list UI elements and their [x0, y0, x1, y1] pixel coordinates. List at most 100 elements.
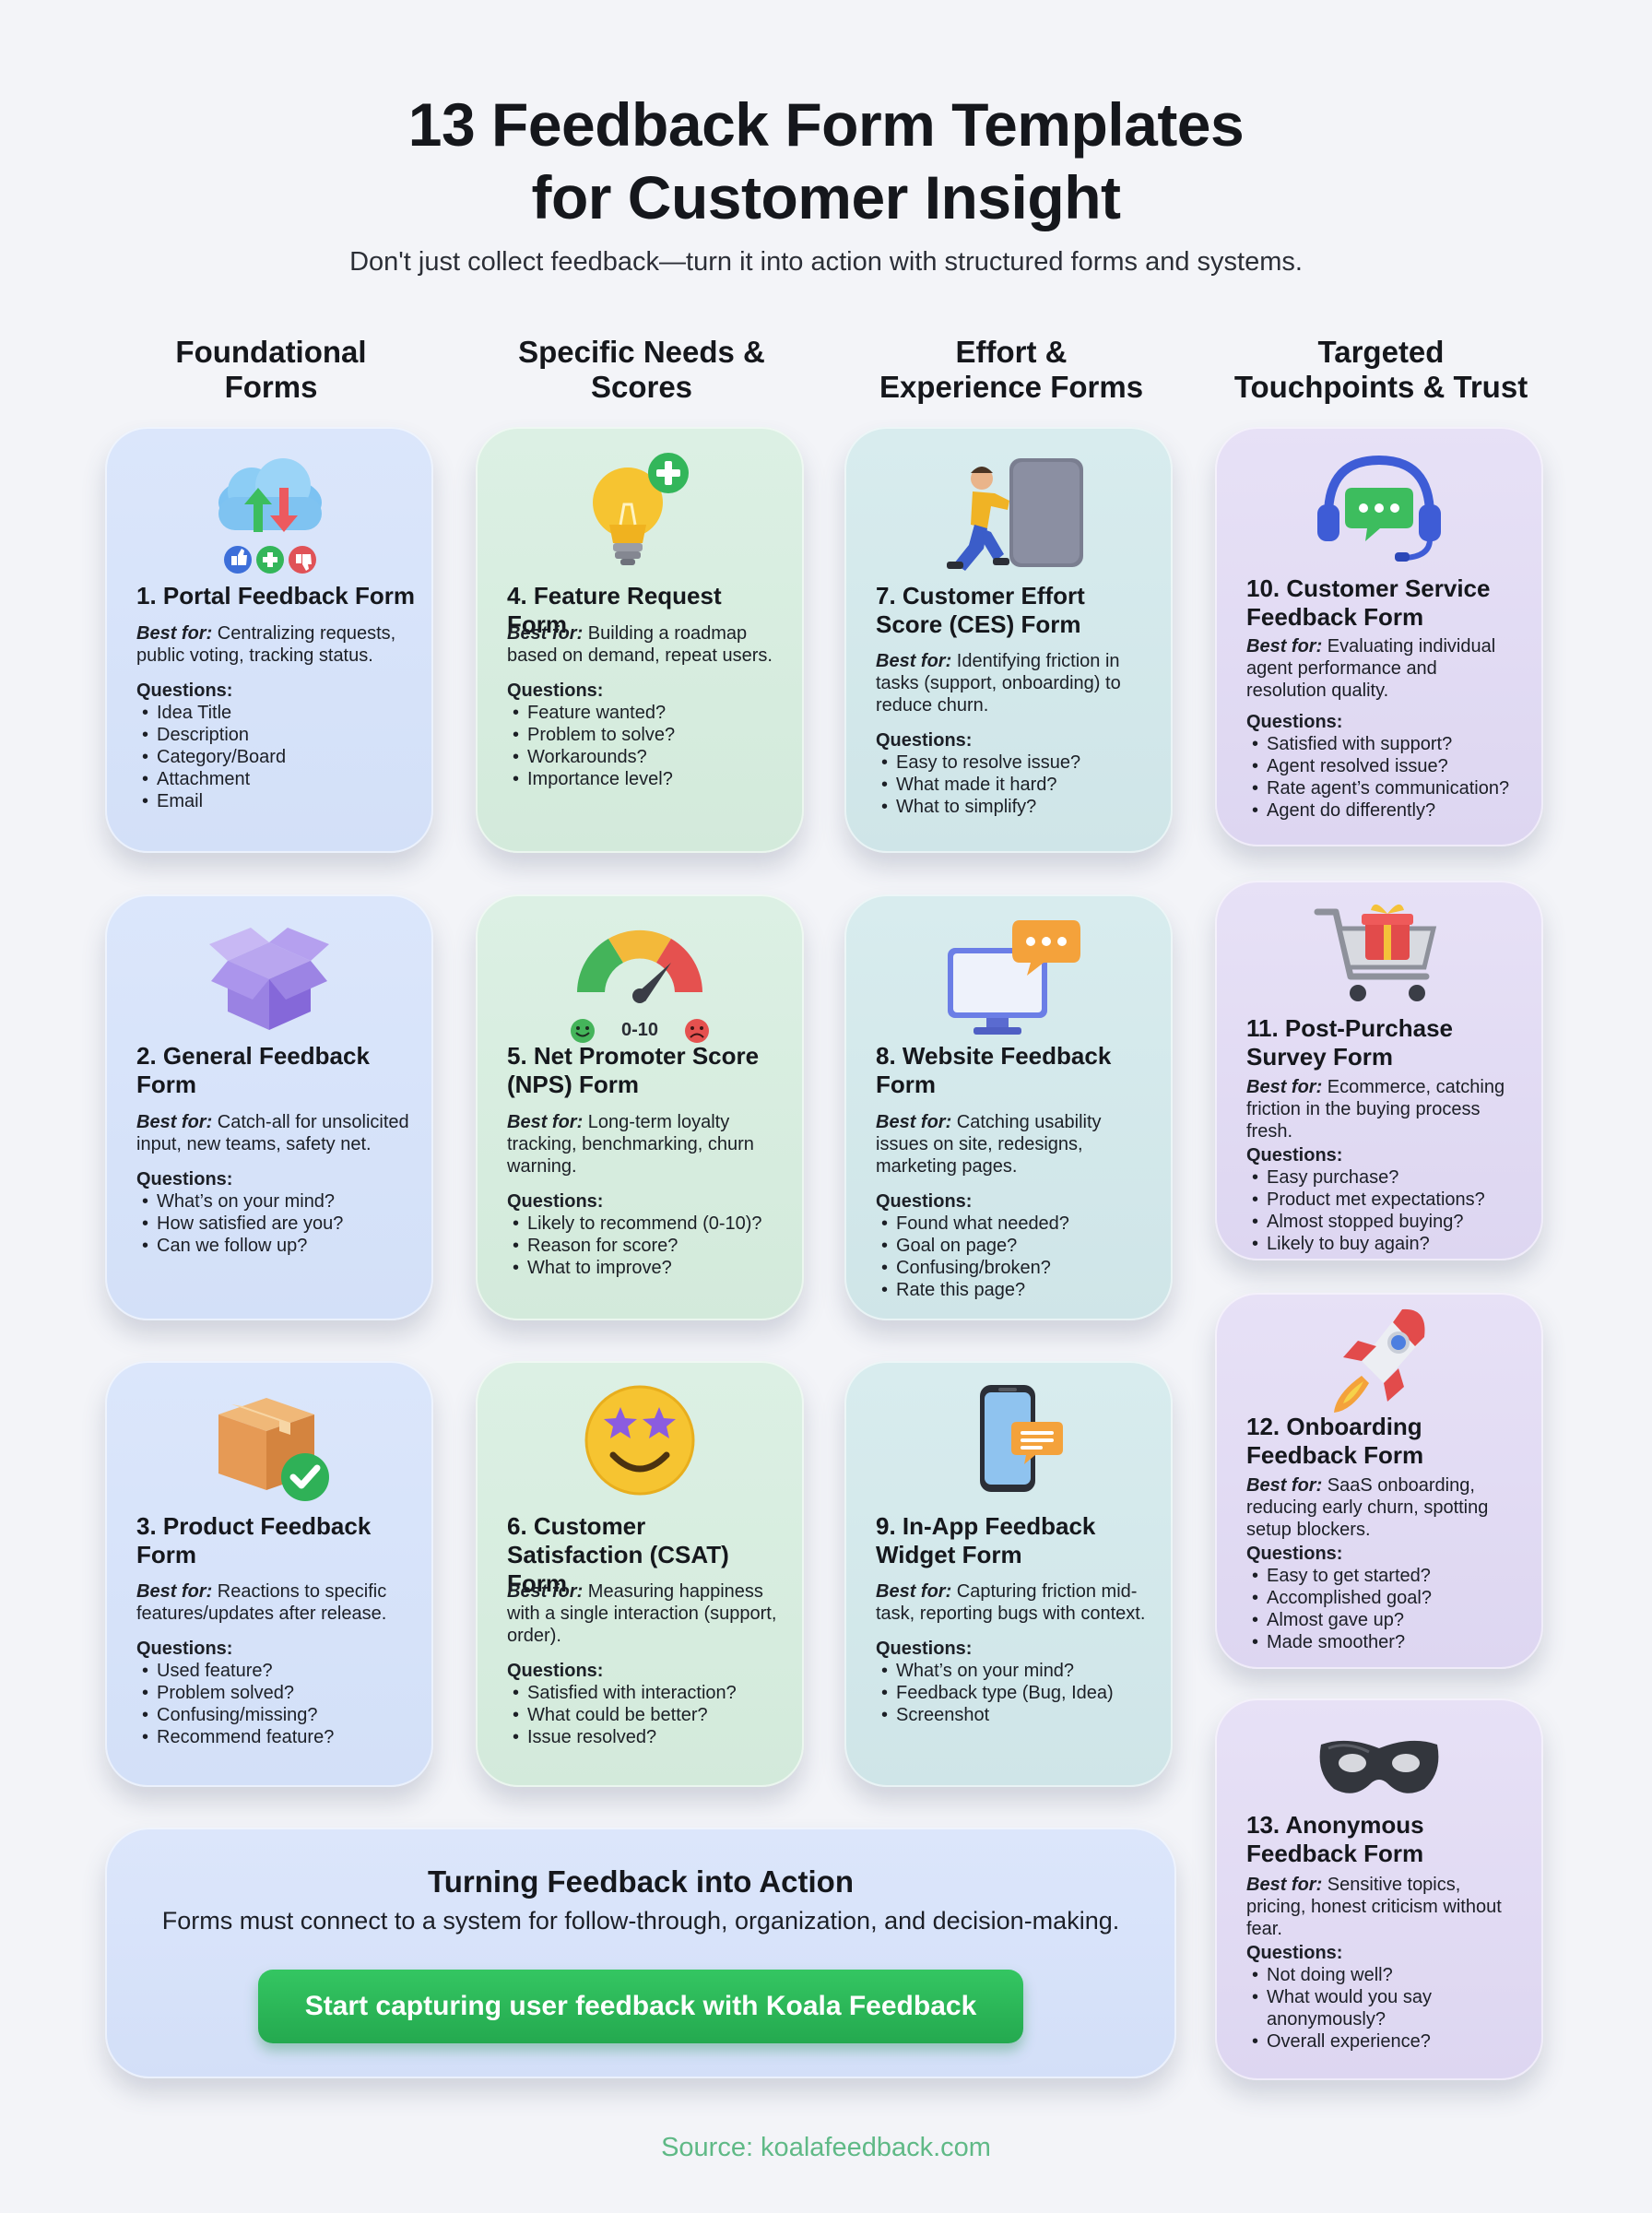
question-list: Easy to resolve issue? What made it hard…	[876, 751, 1150, 818]
question-item: Description	[136, 724, 411, 746]
card-title: 13. Anonymous Feedback Form	[1246, 1811, 1424, 1867]
question-item: What’s on your mind?	[876, 1660, 1150, 1682]
card-best-for: Identifying friction in tasks (support, …	[876, 651, 1121, 716]
card-best-for: Evaluating individual agent performance …	[1246, 636, 1496, 701]
questions-label: Questions:	[876, 730, 973, 751]
card-body: Best for: Reactions to specific features…	[136, 1580, 411, 1748]
questions-label: Questions:	[507, 1661, 604, 1681]
card-title: 7. Customer Effort Score (CES) Form	[876, 582, 1085, 638]
question-item: Likely to recommend (0-10)?	[507, 1213, 782, 1235]
card-title: 1. Portal Feedback Form	[136, 582, 415, 609]
card-feature-request-form[interactable]: 4. Feature Request Form Best for: Buildi…	[476, 427, 804, 853]
question-item: What would you say anonymously?	[1246, 1986, 1521, 2030]
questions-label: Questions:	[876, 1191, 973, 1212]
card-title: 3. Product Feedback Form	[136, 1512, 372, 1568]
phone-message-icon	[939, 1381, 1078, 1510]
card-best-for: SaaS onboarding, reducing early churn, s…	[1246, 1475, 1489, 1540]
card-body: Best for: Measuring happiness with a sin…	[507, 1580, 782, 1748]
question-item: What made it hard?	[876, 774, 1150, 796]
questions-label: Questions:	[507, 1191, 604, 1212]
question-item: Almost stopped buying?	[1246, 1211, 1521, 1233]
questions-label: Questions:	[1246, 1145, 1343, 1166]
card-website-feedback-form[interactable]: 8. Website Feedback Form Best for: Catch…	[844, 894, 1173, 1320]
question-item: How satisfied are you?	[136, 1213, 411, 1235]
question-item: Workarounds?	[507, 746, 782, 768]
question-item: Not doing well?	[1246, 1964, 1521, 1986]
shopping-cart-gift-icon	[1310, 892, 1448, 1021]
questions-label: Questions:	[136, 1169, 233, 1189]
question-item: Accomplished goal?	[1246, 1587, 1521, 1609]
column-heading-effort-experience: Effort &Experience Forms	[879, 335, 1144, 404]
card-nps-form[interactable]: 0-10 5. Net Promoter Score (NPS) Form Be…	[476, 894, 804, 1320]
card-title: 5. Net Promoter Score (NPS) Form	[507, 1042, 760, 1098]
card-body: Best for: Centralizing requests, public …	[136, 622, 411, 812]
questions-label: Questions:	[1246, 1943, 1343, 1963]
question-item: What to improve?	[507, 1257, 782, 1279]
rocket-icon	[1310, 1302, 1448, 1431]
question-item: Product met expectations?	[1246, 1189, 1521, 1211]
card-title: 4. Feature Request Form	[507, 582, 722, 638]
question-item: Reason for score?	[507, 1235, 782, 1257]
question-item: Importance level?	[507, 768, 782, 790]
action-panel-title: Turning Feedback into Action	[428, 1864, 854, 1899]
card-in-app-feedback-widget-form[interactable]: 9. In-App Feedback Widget Form Best for:…	[844, 1361, 1173, 1787]
person-pushing-block-icon	[930, 453, 1087, 582]
card-body: Best for: Catch-all for unsolicited inpu…	[136, 1111, 411, 1257]
card-product-feedback-form[interactable]: 3. Product Feedback Form Best for: React…	[105, 1361, 433, 1787]
card-title: 11. Post-Purchase Survey Form	[1246, 1014, 1453, 1071]
question-item: Made smoother?	[1246, 1631, 1521, 1653]
question-list: Easy purchase? Product met expectations?…	[1246, 1166, 1521, 1255]
question-item: Easy purchase?	[1246, 1166, 1521, 1189]
question-item: Attachment	[136, 768, 411, 790]
card-onboarding-feedback-form[interactable]: 12. Onboarding Feedback Form Best for: S…	[1215, 1293, 1543, 1669]
card-anonymous-feedback-form[interactable]: 13. Anonymous Feedback Form Best for: Se…	[1215, 1698, 1543, 2080]
question-item: Almost gave up?	[1246, 1609, 1521, 1631]
question-item: Rate this page?	[876, 1279, 1150, 1301]
page-title-line-2: for Customer Insight	[531, 163, 1121, 231]
card-portal-feedback-form[interactable]: 1. Portal Feedback Form Best for: Centra…	[105, 427, 433, 853]
question-item: Feature wanted?	[507, 702, 782, 724]
question-item: Idea Title	[136, 702, 411, 724]
questions-label: Questions:	[136, 1639, 233, 1659]
gauge-icon: 0-10	[566, 920, 714, 1049]
question-item: Email	[136, 790, 411, 812]
source-credit: Source: koalafeedback.com	[661, 2133, 991, 2162]
question-item: Easy to resolve issue?	[876, 751, 1150, 774]
question-item: Easy to get started?	[1246, 1565, 1521, 1587]
start-capturing-feedback-button[interactable]: Start capturing user feedback with Koala…	[258, 1970, 1023, 2043]
card-title: 8. Website Feedback Form	[876, 1042, 1112, 1098]
question-item: Problem to solve?	[507, 724, 782, 746]
card-title: 6. Customer Satisfaction (CSAT) Form	[507, 1512, 729, 1597]
question-list: What’s on your mind? Feedback type (Bug,…	[876, 1660, 1150, 1726]
question-list: Satisfied with interaction? What could b…	[507, 1682, 782, 1748]
card-csat-form[interactable]: 6. Customer Satisfaction (CSAT) Form Bes…	[476, 1361, 804, 1787]
question-list: Satisfied with support? Agent resolved i…	[1246, 733, 1521, 822]
question-item: Confusing/missing?	[136, 1704, 411, 1726]
action-panel: Turning Feedback into Action Forms must …	[105, 1828, 1176, 2078]
card-body: Best for: Ecommerce, catching friction i…	[1246, 1076, 1521, 1255]
card-best-for: Sensitive topics, pricing, honest critic…	[1246, 1875, 1502, 1939]
cloud-vote-icon	[200, 451, 338, 580]
card-body: Best for: Long-term loyalty tracking, be…	[507, 1111, 782, 1279]
card-general-feedback-form[interactable]: 2. General Feedback Form Best for: Catch…	[105, 894, 433, 1320]
question-item: Feedback type (Bug, Idea)	[876, 1682, 1150, 1704]
question-list: Feature wanted? Problem to solve? Workar…	[507, 702, 782, 790]
card-body: Best for: Evaluating individual agent pe…	[1246, 635, 1521, 822]
card-ces-form[interactable]: 7. Customer Effort Score (CES) Form Best…	[844, 427, 1173, 853]
question-item: What to simplify?	[876, 796, 1150, 818]
card-best-for: Measuring happiness with a single intera…	[507, 1581, 777, 1646]
question-list: Easy to get started? Accomplished goal? …	[1246, 1565, 1521, 1653]
question-item: Category/Board	[136, 746, 411, 768]
action-panel-text: Forms must connect to a system for follo…	[161, 1907, 1120, 1935]
question-list: Not doing well? What would you say anony…	[1246, 1964, 1521, 2053]
questions-label: Questions:	[876, 1639, 973, 1659]
headset-chat-icon	[1310, 447, 1448, 576]
question-list: Used feature? Problem solved? Confusing/…	[136, 1660, 411, 1748]
card-post-purchase-survey-form[interactable]: 11. Post-Purchase Survey Form Best for: …	[1215, 881, 1543, 1260]
card-customer-service-feedback-form[interactable]: 10. Customer Service Feedback Form Best …	[1215, 427, 1543, 846]
card-best-for: Centralizing requests, public voting, tr…	[136, 623, 396, 666]
question-item: Recommend feature?	[136, 1726, 411, 1748]
card-best-for: Catching usability issues on site, redes…	[876, 1112, 1102, 1177]
questions-label: Questions:	[136, 680, 233, 701]
